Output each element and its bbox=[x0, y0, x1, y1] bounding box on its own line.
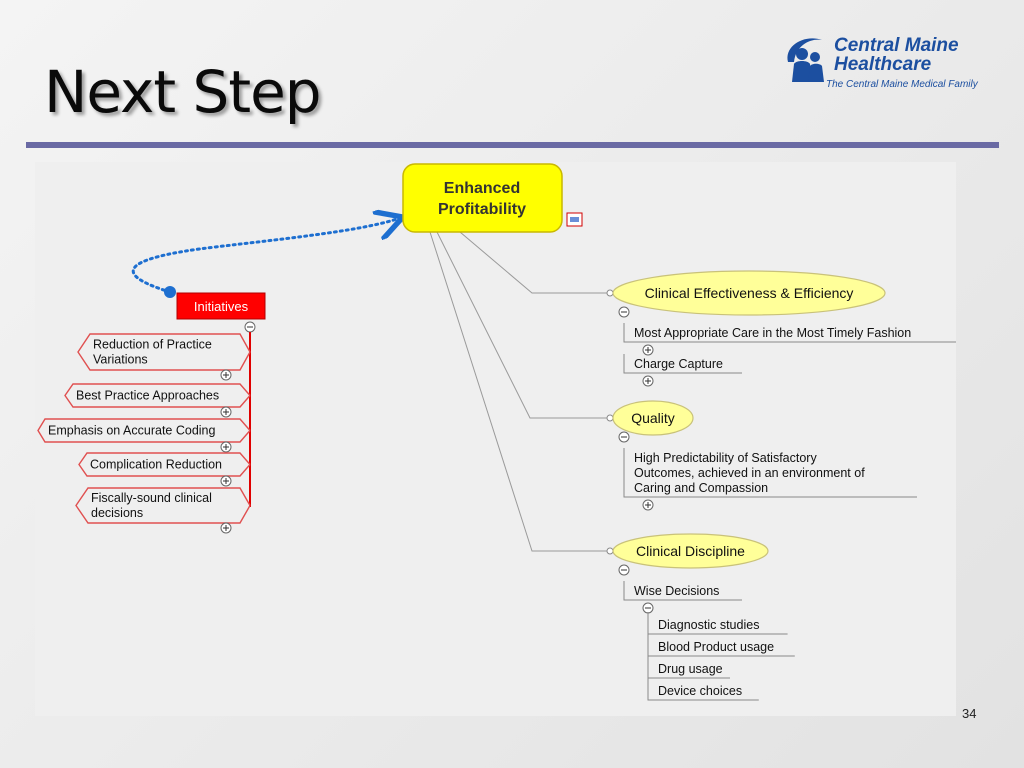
topic-node[interactable]: Clinical Discipline bbox=[606, 533, 769, 569]
subtopic-text: Charge Capture bbox=[634, 357, 723, 371]
subtopic-text: Caring and Compassion bbox=[634, 481, 768, 495]
initiative-expand-toggle[interactable] bbox=[220, 406, 232, 418]
initiatives-node[interactable]: Initiatives bbox=[176, 292, 266, 320]
logo-family-icon bbox=[787, 38, 824, 82]
page-number: 34 bbox=[962, 706, 977, 721]
subtopic-expand-toggle[interactable] bbox=[642, 499, 654, 511]
topic-label: Clinical Discipline bbox=[636, 543, 745, 559]
initiative-item[interactable]: Best Practice Approaches bbox=[64, 383, 251, 408]
subtopic-item[interactable]: Most Appropriate Care in the Most Timely… bbox=[623, 323, 980, 343]
topic-collapse-toggle[interactable] bbox=[618, 306, 630, 318]
initiative-item-text: Variations bbox=[93, 353, 148, 367]
initiative-item-text: Best Practice Approaches bbox=[76, 389, 219, 403]
root-branch-connectors bbox=[429, 231, 607, 552]
detail-item[interactable]: Drug usage bbox=[647, 656, 730, 679]
subtopic-expand-toggle[interactable] bbox=[642, 344, 654, 356]
topic-label: Clinical Effectiveness & Efficiency bbox=[645, 285, 854, 301]
subtopic-text: Outcomes, achieved in an environment of bbox=[634, 466, 865, 480]
relationship-line bbox=[131, 218, 400, 294]
subtopic-text: Wise Decisions bbox=[634, 584, 719, 598]
subtopic-item[interactable]: High Predictability of SatisfactoryOutco… bbox=[623, 448, 917, 498]
subtopic-text: High Predictability of Satisfactory bbox=[634, 451, 817, 465]
logo-tagline: The Central Maine Medical Family bbox=[826, 79, 978, 90]
initiative-item-text: decisions bbox=[91, 506, 143, 520]
topic-branches: Clinical Effectiveness & EfficiencyMost … bbox=[606, 270, 980, 701]
relationship-start-handle[interactable] bbox=[164, 286, 176, 298]
initiative-expand-toggle[interactable] bbox=[220, 369, 232, 381]
detail-item[interactable]: Blood Product usage bbox=[647, 634, 795, 657]
initiative-item-text: Emphasis on Accurate Coding bbox=[48, 424, 216, 438]
detail-text: Drug usage bbox=[658, 662, 723, 676]
initiative-expand-toggle[interactable] bbox=[220, 475, 232, 487]
detail-text: Diagnostic studies bbox=[658, 618, 759, 632]
initiative-item-text: Fiscally-sound clinical bbox=[91, 491, 212, 505]
topic-label: Quality bbox=[631, 410, 675, 426]
slide-title: Next Step bbox=[44, 58, 322, 126]
initiative-item[interactable]: Complication Reduction bbox=[78, 452, 251, 477]
detail-text: Blood Product usage bbox=[658, 640, 774, 654]
mind-map-canvas: Enhanced Profitability InitiativesReduct… bbox=[37, 163, 980, 701]
subtopic-expand-toggle[interactable] bbox=[642, 375, 654, 387]
detail-text: Device choices bbox=[658, 684, 742, 698]
initiatives-collapse-toggle[interactable] bbox=[244, 321, 256, 333]
initiative-item[interactable]: Emphasis on Accurate Coding bbox=[37, 418, 251, 443]
root-node[interactable]: Enhanced Profitability bbox=[402, 163, 563, 233]
hyperlink-icon[interactable] bbox=[566, 212, 583, 227]
subtopic-item[interactable]: Charge Capture bbox=[623, 354, 742, 374]
detail-item[interactable]: Device choices bbox=[647, 678, 759, 701]
topic-node[interactable]: Clinical Effectiveness & Efficiency bbox=[606, 270, 886, 316]
central-maine-healthcare-logo: Central Maine Healthcare The Central Mai… bbox=[782, 30, 997, 96]
logo-name-line1: Central Maine bbox=[834, 35, 959, 56]
subtopic-text: Most Appropriate Care in the Most Timely… bbox=[634, 326, 911, 340]
initiative-expand-toggle[interactable] bbox=[220, 441, 232, 453]
topic-collapse-toggle[interactable] bbox=[618, 431, 630, 443]
initiative-expand-toggle[interactable] bbox=[220, 522, 232, 534]
topic-collapse-toggle[interactable] bbox=[618, 564, 630, 576]
root-label-line2: Profitability bbox=[438, 201, 526, 218]
topic-node[interactable]: Quality bbox=[606, 400, 694, 436]
initiatives-label: Initiatives bbox=[194, 299, 249, 314]
initiative-item-text: Reduction of Practice bbox=[93, 338, 212, 352]
root-label-line1: Enhanced bbox=[444, 180, 520, 197]
initiative-item-text: Complication Reduction bbox=[90, 458, 222, 472]
title-divider bbox=[26, 142, 999, 148]
subtopic-item[interactable]: Wise Decisions bbox=[623, 581, 742, 601]
detail-item[interactable]: Diagnostic studies bbox=[647, 612, 788, 635]
subtopic-collapse-toggle[interactable] bbox=[642, 602, 654, 614]
logo-name-line2: Healthcare bbox=[834, 54, 932, 75]
